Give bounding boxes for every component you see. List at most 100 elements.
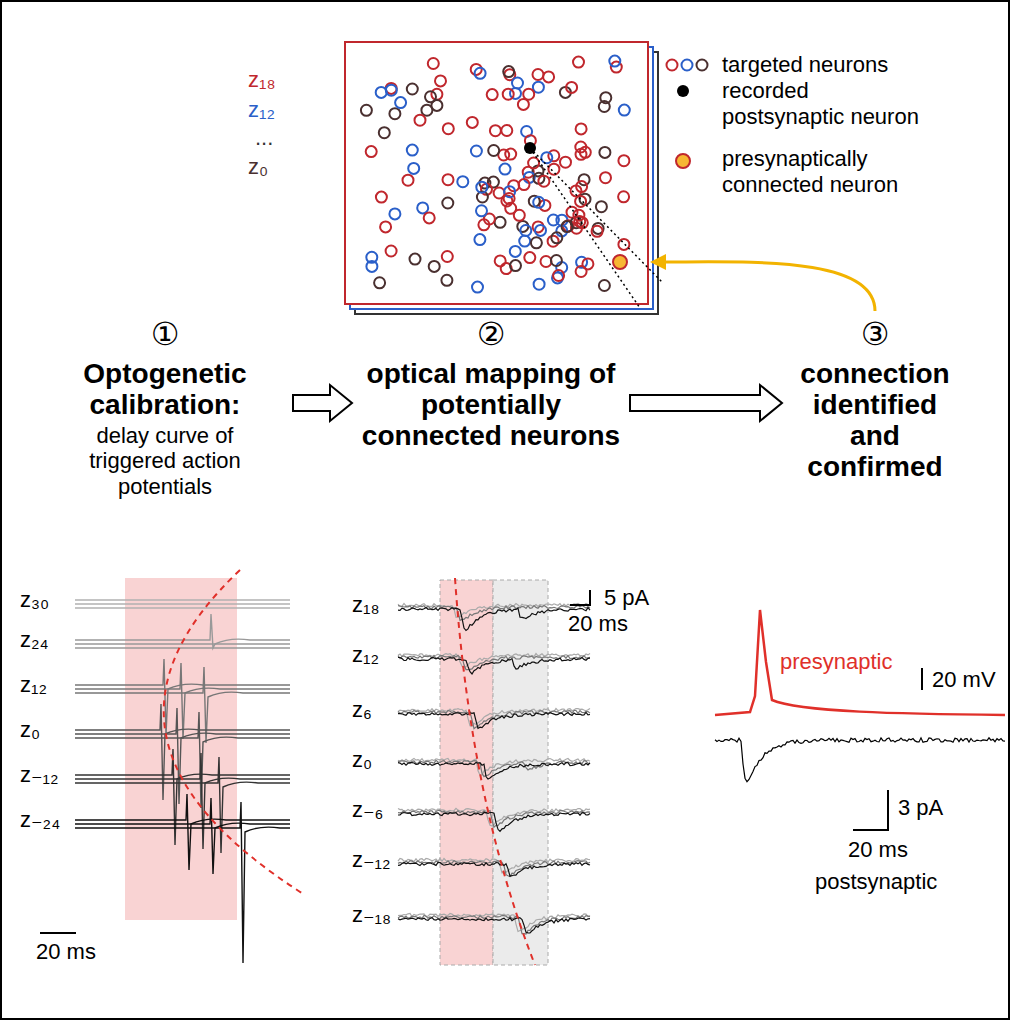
- neuron-circle: [566, 82, 577, 93]
- neuron-circle: [410, 254, 421, 265]
- neuron-circle: [472, 282, 483, 293]
- delay-curve: [164, 570, 305, 895]
- neuron-circle: [495, 217, 506, 228]
- neuron-circle: [429, 261, 440, 272]
- neuron-circle: [386, 246, 397, 257]
- depth-label: z₂₄: [20, 628, 49, 652]
- neuron-circle: [395, 97, 406, 108]
- neuron-circle: [541, 152, 552, 163]
- scale-bar: [570, 590, 590, 605]
- neuron-circle: [618, 155, 629, 166]
- scale-bar: [921, 668, 923, 690]
- scale-label: 3 pA: [898, 796, 943, 820]
- neuron-circle: [514, 210, 525, 221]
- neuron-circle: [518, 99, 529, 110]
- neuron-circle: [376, 192, 387, 203]
- neuron-circle: [510, 260, 521, 271]
- depth-label: z₃₀: [20, 588, 49, 612]
- scale-label: 20 ms: [568, 612, 628, 636]
- neuron-circle: [476, 205, 487, 216]
- neuron-circle: [596, 201, 607, 212]
- neuron-circle: [435, 75, 446, 86]
- voltage-trace: [75, 798, 290, 874]
- connector: [293, 385, 352, 421]
- step-heading: connection identified and confirmed: [790, 359, 960, 482]
- legend-text: presynaptically connected neuron: [722, 146, 928, 198]
- neuron-circle: [579, 174, 590, 185]
- neuron-circle: [476, 182, 487, 193]
- voltage-trace: [75, 663, 290, 739]
- legend-symbol: [667, 60, 678, 71]
- neuron-circle: [548, 150, 559, 161]
- neuron-circle: [548, 215, 559, 226]
- voltage-trace: [75, 603, 290, 604]
- neuron-circle: [619, 105, 630, 116]
- step-number: ②: [360, 315, 622, 353]
- current-trace: [398, 658, 590, 675]
- depth-label: z₋₂₄: [20, 808, 60, 832]
- neuron-circle: [543, 71, 554, 82]
- neuron-circle: [533, 82, 544, 93]
- legend-swatch: [675, 153, 691, 169]
- block-arrow: [293, 385, 352, 421]
- legend-symbol: [697, 60, 708, 71]
- neuron-circle: [535, 225, 546, 236]
- neuron-circle: [474, 234, 485, 245]
- neuron-circle: [376, 87, 387, 98]
- arrowhead: [650, 254, 666, 270]
- voltage-trace: [75, 802, 290, 963]
- voltage-trace: [75, 794, 290, 870]
- neuron-circle: [541, 256, 552, 267]
- projection-line: [530, 148, 640, 308]
- neuron-circle: [504, 193, 515, 204]
- neuron-circle: [560, 157, 571, 168]
- neuron-circle: [403, 175, 414, 186]
- voltage-trace: [75, 647, 290, 648]
- neuron-circle: [576, 266, 587, 277]
- neuron-circle: [599, 280, 610, 291]
- scale-label: 5 pA: [604, 586, 649, 610]
- image-plane-stack: z₁₈z₁₂...z₀: [345, 42, 648, 304]
- current-trace: [398, 712, 590, 728]
- step-box: ③ connection identified and confirmed: [790, 315, 960, 483]
- plane-label: z₁₈: [248, 68, 276, 92]
- neuron-circle: [562, 221, 573, 232]
- legend-symbol: [682, 60, 693, 71]
- scale-bar: [40, 932, 76, 934]
- neuron-circle: [551, 232, 562, 243]
- step-number: ③: [790, 315, 960, 353]
- neuron-circle: [531, 237, 542, 248]
- current-trace: [398, 858, 590, 873]
- neuron-circle: [551, 255, 562, 266]
- neuron-circle: [407, 84, 418, 95]
- neuron-circle: [609, 56, 620, 67]
- connector: [650, 254, 875, 311]
- current-trace: [398, 862, 590, 876]
- step-heading: optical mapping of potentially connected…: [360, 359, 622, 451]
- trace-label: postsynaptic: [815, 870, 937, 894]
- plane-label: z₁₂: [248, 98, 275, 122]
- trace-label: presynaptic: [780, 650, 893, 674]
- neuron-circle: [600, 92, 611, 103]
- current-trace: [398, 711, 590, 729]
- neuron-circle: [379, 127, 390, 138]
- projection-line: [530, 148, 662, 282]
- step-box: ② optical mapping of potentially connecte…: [360, 315, 622, 452]
- neuron-circle: [576, 123, 587, 134]
- neuron-circle: [528, 158, 539, 169]
- step-box: ①Optogenetic calibration:delay curve of …: [45, 315, 285, 499]
- voltage-trace: [75, 708, 290, 804]
- neuron-circle: [599, 147, 610, 158]
- depth-label: z₁₂: [20, 673, 47, 697]
- depth-label: z₀: [20, 718, 40, 742]
- presynaptic-trace: [715, 610, 1005, 715]
- voltage-trace: [75, 599, 290, 600]
- neuron-circle: [519, 236, 530, 247]
- current-trace: [398, 813, 590, 832]
- neuron-circle: [457, 176, 468, 187]
- neuron-circle: [389, 108, 400, 119]
- voltage-trace: [75, 757, 290, 853]
- neuron-circle: [366, 252, 377, 263]
- depth-label: z₆: [352, 698, 372, 722]
